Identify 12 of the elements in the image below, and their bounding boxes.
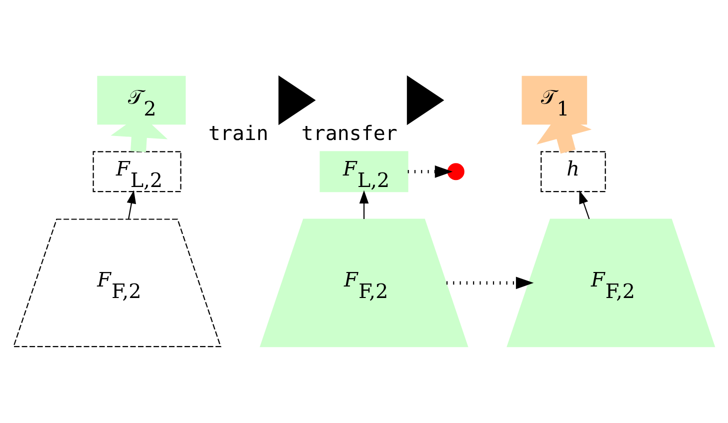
arrow xyxy=(359,190,369,219)
arrow xyxy=(579,190,590,220)
arrow xyxy=(446,276,534,290)
arrow xyxy=(408,165,453,178)
node-cross xyxy=(447,163,464,180)
node-triangle xyxy=(278,75,316,126)
node-label: train xyxy=(208,122,268,145)
node-triangle xyxy=(406,75,444,126)
arrow xyxy=(126,190,136,220)
node-label: transfer xyxy=(301,122,398,145)
node-box: h xyxy=(540,151,606,192)
arrow xyxy=(536,114,592,154)
